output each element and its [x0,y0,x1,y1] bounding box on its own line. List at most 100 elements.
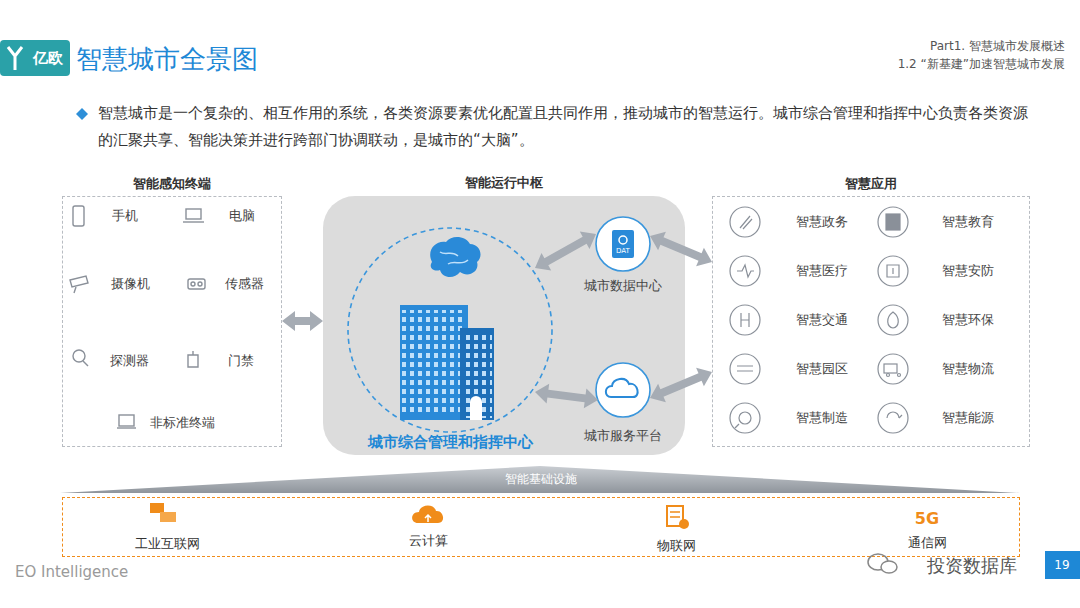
terminal-name: 摄像机 [111,276,150,292]
logo-part [0,40,70,76]
application-name: 智慧环保 [942,312,994,328]
watermark: 投资数据库 [927,555,1017,577]
app-icons-part [884,364,897,373]
app-icons-part [887,374,890,377]
brain-icon [430,237,480,277]
sensing-icons-part [183,221,204,222]
infrastructure-band-part [60,466,1020,493]
footer-marks-part [881,561,897,573]
application-name: 智慧交通 [796,312,848,328]
infrastructure-name: 通信网 [908,535,947,551]
app-icons-part [887,265,899,277]
application-name: 智慧能源 [942,410,994,426]
logo [0,40,70,76]
application-name: 智慧教育 [942,214,994,230]
infrastructure-icons-part [412,505,443,523]
infrastructure-icons-part [670,512,680,517]
app-icons-part [740,216,752,229]
cloud-icon [606,379,638,397]
double-arrow [650,368,712,402]
app-icons-part [730,256,760,286]
app-icons-part [739,412,751,424]
application-name: 智慧园区 [796,361,848,377]
application-name: 智慧安防 [942,263,994,279]
bullet-diamond [76,108,88,120]
node-outline-circle [348,228,552,432]
infrastructure-icon-text: 5G [915,509,939,528]
brand-footer: EO Intelligence [15,563,128,581]
band-label: 智能基础设施 [63,471,1019,488]
sensing-icons-part [188,279,205,289]
infrastructure-name: 工业互联网 [135,536,200,552]
app-icons-part [878,256,908,286]
node-outline-circle [596,363,650,417]
section-heading: 智能感知终端 [63,175,281,193]
building-illustration-part [400,305,468,420]
application-name: 智慧制造 [796,410,848,426]
app-icons-part [886,214,900,230]
brain-icon-part [440,252,468,264]
application-name: 智慧物流 [942,361,994,377]
app-icons-part [878,305,908,335]
sensing-icons-part [73,206,84,226]
app-icons-part [878,403,908,433]
double-arrow [535,232,596,271]
sensing-icons [70,206,205,428]
building-illustration-part [460,328,494,420]
terminal-name: 传感器 [225,276,264,292]
app-icons-part [737,366,753,371]
data-center-icon-part [612,230,634,258]
data-center-icon [612,230,634,258]
sensing-icons-part [186,209,201,219]
double-arrow [535,384,598,409]
application-name: 智慧医疗 [796,263,848,279]
app-icons-part [887,412,902,418]
cloud-icon-part [606,379,638,397]
double-arrow [282,311,323,331]
section-path: Part1. 智慧城市发展概述 [930,39,1065,53]
infrastructure-box: 智能基础设施 [62,497,1020,557]
terminal-name: 非标准终端 [150,415,215,431]
building-illustration-part [402,310,466,415]
app-icons [730,207,908,433]
intro-text: 智慧城市是一个复杂的、相互作用的系统，各类资源要素优化配置且共同作用，推动城市的… [98,100,1033,154]
sensing-icons-part [73,350,85,362]
brain-icon-part [430,237,480,277]
node-outline-circle [596,217,650,271]
infrastructure-name: 物联网 [657,538,696,554]
sensing-icons-part [198,282,202,286]
sensing-icons-part [119,415,134,426]
page-number: 19 [1054,558,1069,572]
sensing-panel: 智能感知终端 [62,196,282,447]
node-label: 城市数据中心 [575,277,671,295]
app-icons-part [735,424,739,428]
bullet-diamond-part [76,108,88,120]
logo-part [8,47,22,70]
application-name: 智慧政务 [796,214,848,230]
app-icons-part [730,354,760,384]
infrastructure-band [60,466,1020,493]
double-arrow [650,232,712,266]
terminal-name: 探测器 [110,353,149,369]
app-icons-part [730,207,760,237]
sensing-icons-part [83,361,88,366]
center-label: 城市综合管理和指挥中心 [347,433,553,452]
sensing-icons-part [70,276,88,293]
infrastructure-icons-part [150,503,164,513]
infrastructure-icons-part [160,512,176,522]
terminal-name: 电脑 [229,208,255,224]
footer-marks-part [1045,551,1080,579]
building-illustration-part [470,396,482,420]
building-illustration [400,305,494,420]
app-icons-part [730,403,760,433]
sensing-icons-part [117,427,136,428]
app-icons-part [741,313,749,327]
app-icons-part [888,312,899,328]
section-path: 1.2 “新基建”加速智慧城市发展 [898,57,1065,71]
page-title: 智慧城市全景图 [76,42,258,77]
app-icons-part [737,265,754,277]
sensing-icons-part [188,351,198,367]
infrastructure-icons-part [679,519,689,529]
section-heading: 智能运行中枢 [323,174,685,192]
